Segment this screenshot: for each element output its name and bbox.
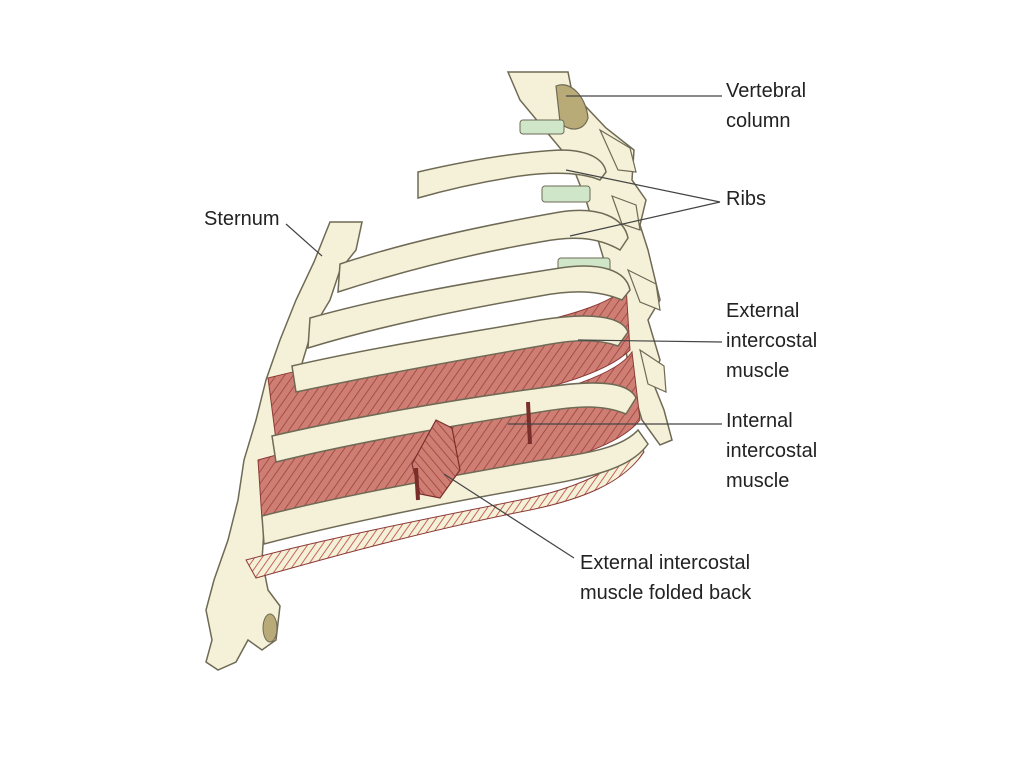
- leader-ribs-lower: [569, 201, 721, 237]
- rib-1: [417, 149, 607, 199]
- label-vertebral-column: Vertebral column: [726, 80, 807, 132]
- rib-5: [271, 382, 637, 463]
- folded-back-flap: [411, 401, 532, 501]
- label-sternum: Sternum: [204, 208, 280, 230]
- leader-sternum: [285, 223, 323, 257]
- label-ribs: Ribs: [726, 188, 767, 210]
- label-external-intercostal-folded-back: External intercostal muscle folded back: [580, 552, 752, 604]
- rib-4: [291, 315, 629, 393]
- leader-ribs-upper: [565, 169, 721, 203]
- label-internal-intercostal-muscle: Internal intercostal muscle: [726, 410, 818, 492]
- rib-3: [307, 265, 631, 350]
- label-external-intercostal-muscle: External intercostal muscle: [726, 300, 818, 382]
- ribs: [261, 149, 649, 545]
- rib-2: [337, 209, 629, 294]
- leader-lines: [285, 95, 723, 559]
- leader-folded-back: [443, 473, 575, 559]
- leader-external-intercostal: [577, 339, 723, 343]
- lower-intercostal-band: [245, 438, 645, 579]
